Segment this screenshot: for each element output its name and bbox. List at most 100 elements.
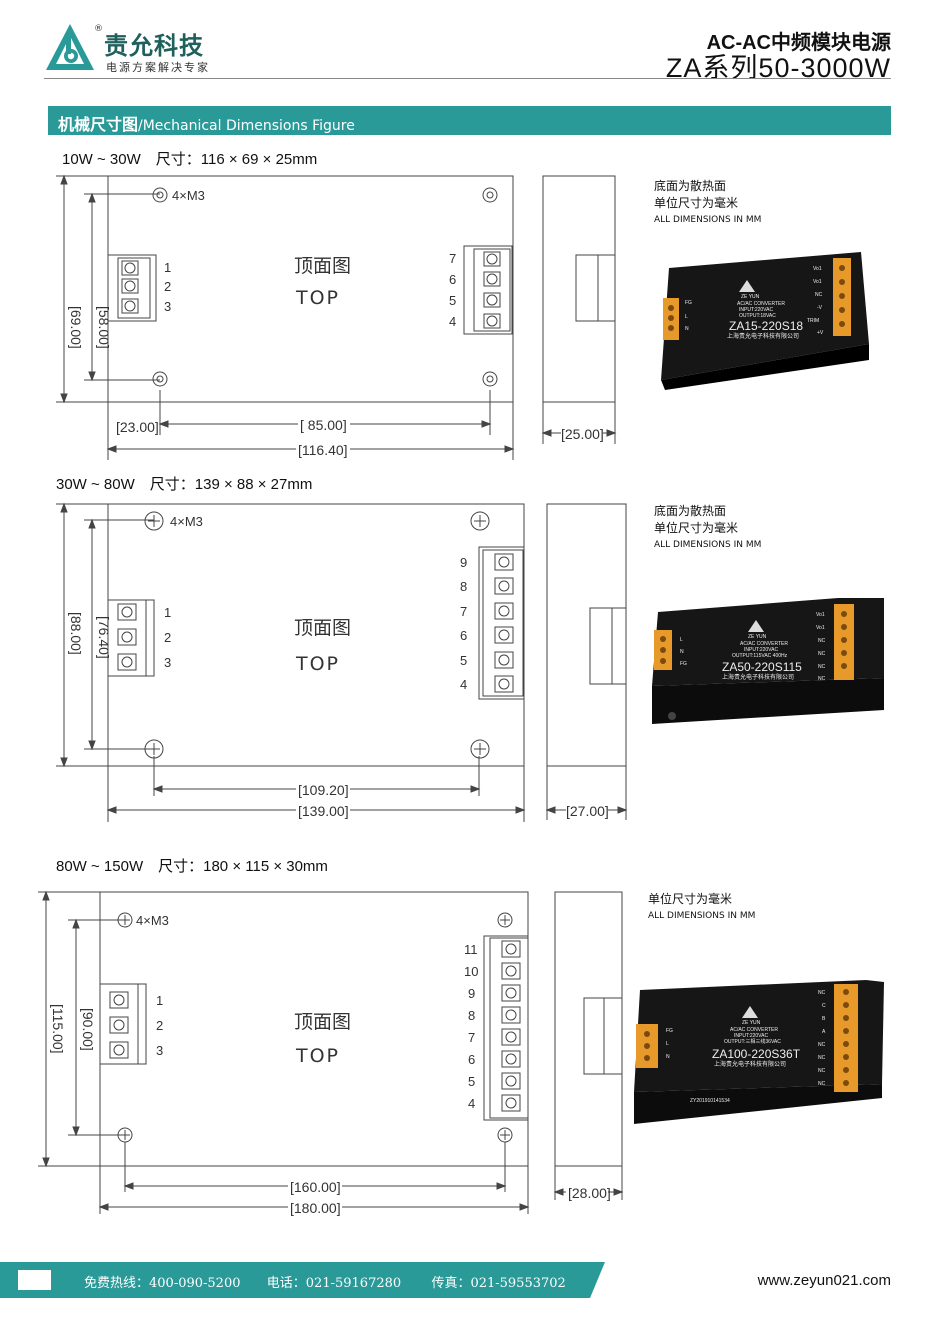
photo-pin: A [822, 1029, 826, 1035]
photo-pin: +V [817, 330, 824, 336]
brand-name: 责允科技 [104, 32, 204, 60]
dim-height-outer-2: [88.00] [68, 612, 84, 655]
photo-pin: NC [818, 1068, 826, 1074]
spec-label-3: 80W ~ 150W 尺寸：180 × 115 × 30mm [56, 858, 328, 875]
photo-pin: FG [680, 661, 687, 667]
photo-brand: ZE YUN [742, 1020, 761, 1026]
dim-offset-1: [23.00] [116, 419, 159, 435]
note-line: 底面为散热面 [654, 179, 727, 193]
website-link[interactable]: www.zeyun021.com [757, 1272, 891, 1289]
logo-mark-icon [739, 280, 755, 292]
photo-pin: NC [818, 1081, 826, 1087]
photo-pin: L [685, 314, 688, 320]
note-en: ALL DIMENSIONS IN MM [654, 215, 762, 225]
photo-model: ZA50-220S115 [722, 660, 802, 674]
pin-label: 9 [468, 986, 475, 1001]
mounting-holes-1 [152, 187, 498, 387]
pin-label: 4 [468, 1096, 475, 1111]
photo-line: OUTPUT:115VAC 400Hz [732, 653, 788, 659]
mount-label-2: 4×M3 [170, 514, 203, 529]
footer-fax: 传真：021-59553702 [431, 1276, 566, 1291]
dim-height-outer-1: [69.00] [68, 306, 84, 349]
page-title: AC-AC中频模块电源 [706, 32, 891, 54]
photo-brand: ZE YUN [748, 634, 767, 640]
photo-pin: NC [818, 990, 826, 996]
footer-phone: 电话：021-59167280 [266, 1276, 402, 1291]
spec-label-2: 30W ~ 80W 尺寸：139 × 88 × 27mm [56, 476, 313, 493]
product-photo-3: ZE YUN AC/AC CONVERTER INPUT:220VAC OUTP… [634, 980, 884, 1124]
photo-pin: Vo1 [813, 266, 822, 272]
photo-pin: NC [815, 292, 823, 298]
photo-pin: NC [818, 638, 826, 644]
pin-label: 1 [164, 605, 171, 620]
dim-pitch-1: [ 85.00] [300, 417, 347, 433]
note-en: ALL DIMENSIONS IN MM [654, 540, 762, 550]
photo-pin: FG [666, 1028, 673, 1034]
pin-label: 8 [460, 579, 467, 594]
pin-label: 9 [460, 555, 467, 570]
photo-line: OUTPUT:三相三线36VAC [724, 1038, 781, 1045]
photo-pin: NC [818, 1055, 826, 1061]
logo-mark-icon [742, 1006, 758, 1018]
dim-depth-2: [27.00] [566, 803, 609, 819]
header-divider [44, 78, 891, 79]
footer-hotline: 免费热线：400-090-5200 [84, 1276, 241, 1291]
section-title-en: /Mechanical Dimensions Figure [138, 118, 355, 134]
section-title-cn: 机械尺寸图 [58, 115, 139, 134]
top-view-en-1: TOP [295, 287, 340, 309]
photo-line: OUTPUT:18VAC [739, 313, 776, 319]
note-en: ALL DIMENSIONS IN MM [648, 911, 756, 921]
pin-label: 5 [449, 293, 456, 308]
pin-label: 11 [464, 942, 478, 957]
brand-logo [44, 22, 96, 74]
terminal-screws-3 [109, 940, 521, 1112]
pin-label: 7 [468, 1030, 475, 1045]
photo-line: INPUT:220VAC [739, 307, 773, 313]
pin-label: 1 [156, 993, 163, 1008]
photo-pin: NC [818, 664, 826, 670]
dimension-drawing-1: 4×M3 顶面图 TOP 1 2 3 7 6 5 4 [69.00] [58.0… [56, 174, 617, 460]
photo-line: AC/AC CONVERTER [740, 641, 788, 647]
terminal-screws-1 [121, 251, 501, 329]
pin-label: 6 [449, 272, 456, 287]
photo-line: AC/AC CONVERTER [737, 301, 785, 307]
top-view-cn-2: 顶面图 [294, 617, 351, 639]
product-photo-2: ZE YUN AC/AC CONVERTER INPUT:220VAC OUTP… [652, 598, 884, 724]
terminal-screws-2 [117, 553, 514, 693]
photo-model: ZA100-220S36T [712, 1047, 801, 1061]
pin-label: 10 [464, 964, 478, 979]
photo-line: AC/AC CONVERTER [730, 1027, 778, 1033]
photo-model: ZA15-220S18 [729, 319, 803, 333]
footer-bar: 免费热线：400-090-5200 电话：021-59167280 传真：021… [0, 1262, 605, 1298]
note-2: 底面为散热面 单位尺寸为毫米 ALL DIMENSIONS IN MM [654, 503, 761, 554]
dim-depth-1: [25.00] [561, 426, 604, 442]
pin-label: 2 [156, 1018, 163, 1033]
dim-pitch-2: [109.20] [298, 782, 349, 798]
dim-height-inner-1: [58.00] [96, 306, 112, 349]
photo-pin: NC [818, 1042, 826, 1048]
pin-label: 6 [468, 1052, 475, 1067]
registered-mark: ® [94, 24, 103, 34]
pin-label: 3 [164, 655, 171, 670]
photo-pin: Vo1 [813, 279, 822, 285]
mounting-holes-3 [117, 912, 513, 1143]
photo-pin: L [666, 1041, 669, 1047]
dim-width-2: [139.00] [298, 803, 349, 819]
dimension-drawing-3: 4×M3 顶面图 TOP 1 2 3 11 10 9 8 7 6 5 4 [11… [38, 890, 624, 1216]
dim-height-inner-2: [76.40] [96, 616, 112, 659]
pin-label: 7 [460, 604, 467, 619]
section-marker [44, 106, 48, 135]
pin-label: 5 [468, 1074, 475, 1089]
photo-pin: N [680, 649, 684, 655]
pin-label: 6 [460, 628, 467, 643]
photo-pin: TRIM [807, 318, 819, 324]
pin-label: 8 [468, 1008, 475, 1023]
dim-pitch-3: [160.00] [290, 1179, 341, 1195]
photo-pin: L [680, 637, 683, 643]
photo-pin: Vo1 [816, 625, 825, 631]
photo-company: 上海责允电子科技有限公司 [714, 1060, 786, 1068]
photo-serial: ZY201910141534 [690, 1098, 730, 1104]
photo-pin: -V [817, 305, 823, 311]
note-line: 单位尺寸为毫米 [654, 521, 739, 535]
pin-label: 3 [156, 1043, 163, 1058]
